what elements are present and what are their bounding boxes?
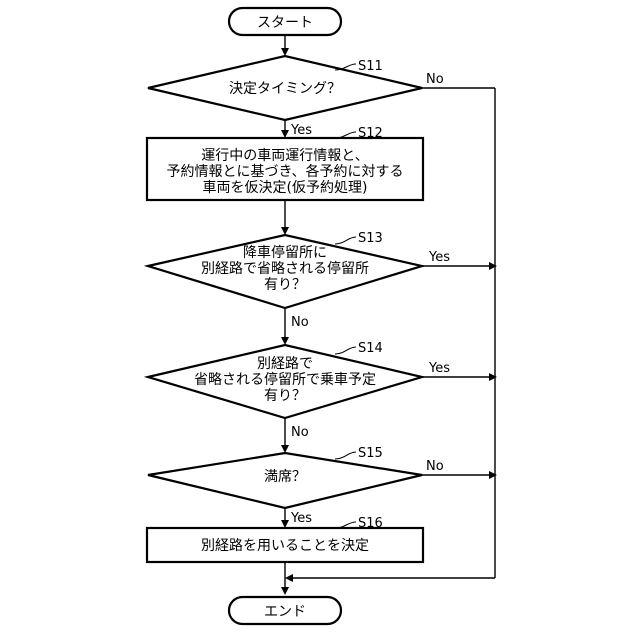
s16-text: 別経路を用いることを決定 [201, 538, 369, 554]
arrow-to-s12 [281, 130, 289, 138]
arrow-to-s13 [281, 227, 289, 235]
s13-no-label: No [291, 315, 309, 330]
s16-step-label: S16 [358, 516, 383, 531]
end-terminal: エンド [229, 597, 341, 624]
arrow-s15-no [489, 471, 497, 479]
decision-s15: 満席？ S15 No Yes [148, 446, 444, 526]
s12-line-2: 予約情報とに基づき、各予約に対する [166, 163, 403, 180]
decision-s11: 決定タイミング？ S11 No Yes [148, 56, 444, 138]
s15-text: 満席？ [264, 469, 306, 485]
s15-yes-label: Yes [290, 511, 312, 526]
s14-line-1: 別経路で [257, 356, 313, 372]
arrowheads [281, 48, 497, 595]
s11-yes-label: Yes [290, 123, 312, 138]
s12-line-1: 運行中の車両運行情報と、 [201, 147, 368, 164]
s14-no-label: No [291, 425, 309, 440]
decision-s13: 降車停留所に 別経路で省略される停留所 有り？ S13 Yes No [148, 231, 450, 330]
s14-yes-label: Yes [428, 361, 450, 376]
s12-line-3: 車両を仮決定(仮予約処理) [203, 179, 368, 196]
arrow-to-s14 [281, 337, 289, 345]
s11-no-label: No [426, 72, 444, 87]
arrow-s14-yes [489, 373, 497, 381]
connectors [285, 35, 495, 593]
s14-line-3: 有り？ [264, 388, 306, 404]
start-terminal: スタート [229, 8, 341, 35]
arrow-return-merge [285, 574, 293, 582]
arrow-s13-yes [489, 262, 497, 270]
decision-s14: 別経路で 省略される停留所で乗車予定 有り？ S14 Yes No [148, 341, 450, 440]
arrow-to-s11 [281, 48, 289, 56]
start-label: スタート [257, 15, 313, 31]
s13-yes-label: Yes [428, 250, 450, 265]
s11-step-label: S11 [358, 59, 383, 74]
arrow-to-s15 [281, 445, 289, 453]
end-label: エンド [264, 604, 306, 620]
s14-line-2: 省略される停留所で乗車予定 [194, 371, 376, 388]
arrow-to-s16 [281, 520, 289, 528]
s13-line-3: 有り？ [264, 277, 306, 293]
s15-no-label: No [426, 459, 444, 474]
s14-step-label: S14 [358, 341, 383, 356]
s13-line-2: 別経路で省略される停留所 [201, 260, 369, 277]
arrow-to-end [281, 587, 289, 595]
s12-step-label: S12 [358, 126, 383, 141]
s11-text: 決定タイミング？ [229, 81, 341, 97]
s15-step-label: S15 [358, 446, 383, 461]
process-s12: 運行中の車両運行情報と、 予約情報とに基づき、各予約に対する 車両を仮決定(仮予… [147, 126, 423, 200]
s13-line-1: 降車停留所に [243, 244, 327, 261]
s13-step-label: S13 [358, 231, 383, 246]
